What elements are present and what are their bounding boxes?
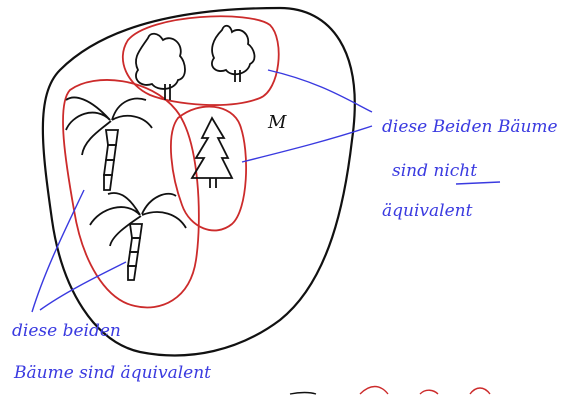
set-m-outline <box>43 8 355 355</box>
annotation-right-line3: äquivalent <box>382 201 473 221</box>
annotation-left-line2: Bäume sind äquivalent <box>13 363 211 383</box>
stray-stroke <box>290 393 316 395</box>
deciduous-tree-icon <box>136 34 185 100</box>
palm-tree-icon <box>66 97 152 190</box>
connector-line <box>268 70 372 112</box>
equivalence-class-deciduous <box>123 16 279 105</box>
fir-tree-icon <box>192 118 232 188</box>
annotation-right-line1: diese Beiden Bäume <box>382 117 558 137</box>
stray-stroke <box>360 387 490 395</box>
annotation-right-line2: sind nicht <box>392 161 477 181</box>
set-label: M <box>267 112 287 133</box>
underline-nicht <box>456 182 500 184</box>
deciduous-tree-icon <box>212 26 255 82</box>
connector-line <box>40 262 126 310</box>
annotation-left-line1: diese beiden <box>12 321 121 341</box>
palm-tree-icon <box>90 193 186 280</box>
